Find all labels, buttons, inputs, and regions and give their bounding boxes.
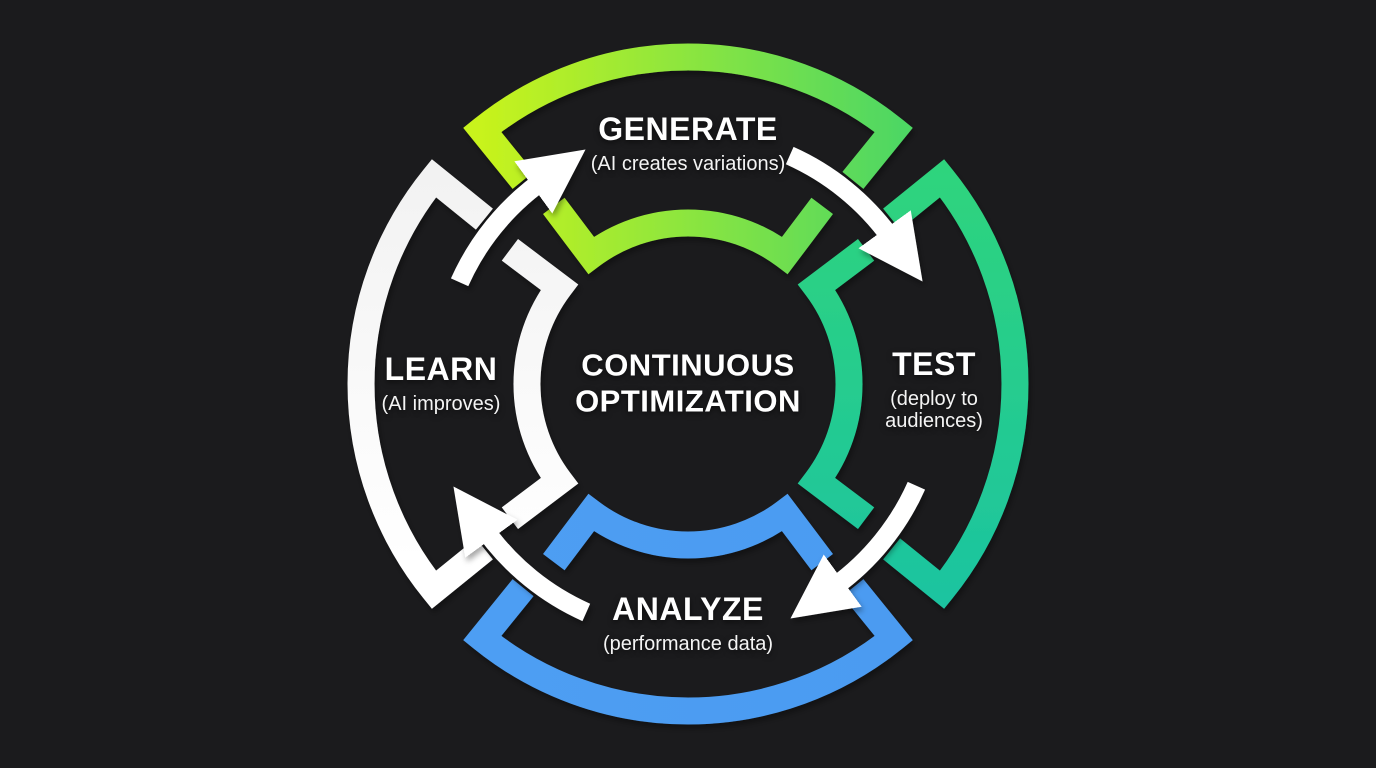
stage-title-learn: LEARN (384, 351, 498, 387)
arrow-test-to-analyze-icon (790, 481, 926, 619)
outer-ring (347, 43, 1029, 725)
stage-label-analyze: ANALYZE (performance data) (602, 591, 774, 656)
stage-sublabel-learn: (AI improves) (381, 393, 501, 416)
inner-segment-test (797, 239, 875, 529)
stage-title-generate: GENERATE (598, 111, 778, 147)
stage-title-analyze: ANALYZE (612, 591, 764, 627)
outer-segment-learn (347, 159, 493, 609)
stage-label-learn: LEARN (AI improves) (381, 351, 501, 416)
inner-segment-learn (501, 239, 579, 529)
outer-segment-analyze (463, 579, 913, 725)
inner-ring (501, 197, 875, 571)
stage-label-test: TEST (deploy to audiences) (874, 346, 994, 433)
inner-segment-analyze (543, 493, 833, 571)
outer-segment-generate (463, 43, 913, 189)
center-label: CONTINUOUS OPTIMIZATION (575, 348, 801, 421)
arrow-learn-to-generate-icon (450, 149, 586, 287)
stage-sublabel-generate: (AI creates variations) (590, 153, 786, 176)
flow-arrows (450, 146, 926, 622)
arrow-analyze-to-learn-icon (453, 486, 591, 622)
stage-label-generate: GENERATE (AI creates variations) (590, 111, 786, 176)
inner-segment-generate (543, 197, 833, 275)
stage-sublabel-test: (deploy to audiences) (885, 388, 983, 433)
stage-sublabel-analyze: (performance data) (602, 633, 774, 656)
center-label-line2: OPTIMIZATION (575, 384, 801, 419)
stage-title-test: TEST (892, 346, 976, 382)
outer-segment-test (883, 159, 1029, 609)
arrow-generate-to-test-icon (785, 146, 923, 282)
center-label-line1: CONTINUOUS (581, 347, 795, 383)
